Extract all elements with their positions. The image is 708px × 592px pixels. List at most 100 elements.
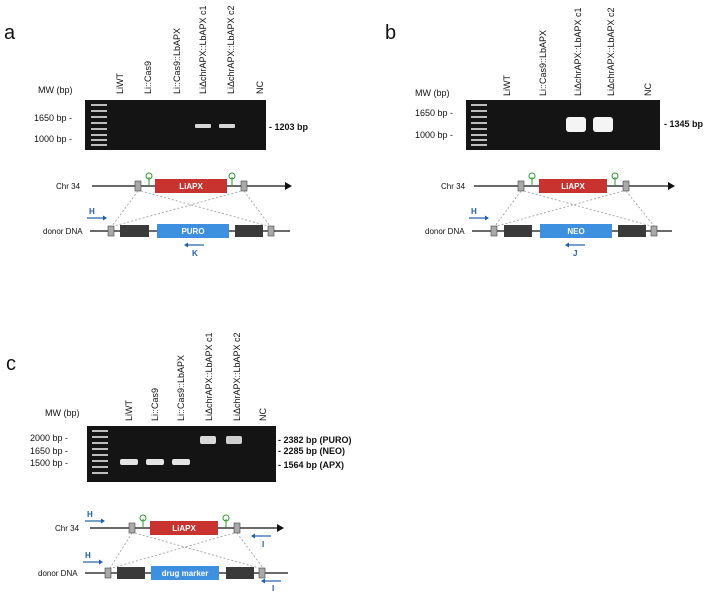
marker-label: NEO <box>567 227 584 236</box>
arrow-head-icon <box>277 524 284 532</box>
marker-label: PURO <box>181 227 204 236</box>
panel-letter: a <box>4 22 16 44</box>
ladder-mark: 1650 bp - <box>34 113 72 123</box>
band-label: - 1345 bp <box>664 119 704 129</box>
ladder-mark: 1000 bp - <box>415 130 453 140</box>
primer-arrow-icon <box>565 242 569 248</box>
recombination-lines <box>111 190 271 227</box>
arrow-head-icon <box>668 182 675 190</box>
lane-label: Li::Cas9 <box>143 61 153 94</box>
ladder-mark: 2000 bp - <box>30 433 68 443</box>
flank-box <box>134 180 142 192</box>
lane-label: LiΔchrAPX::LbAPX c1 <box>198 5 208 94</box>
lane-label: LiWT <box>115 73 125 94</box>
primer-label: J <box>573 249 577 258</box>
primer-label: I <box>262 540 264 549</box>
gel-band <box>219 124 235 128</box>
primer-arrow-icon <box>101 518 105 524</box>
recombination-lines <box>109 532 264 569</box>
donor-label: donor DNA <box>43 227 83 236</box>
gel-band <box>593 117 613 132</box>
chr-label: Chr 34 <box>55 524 80 533</box>
primer-arrow-icon <box>184 242 188 248</box>
band-label: - 1564 bp (APX) <box>278 460 344 470</box>
flank-box <box>128 522 136 534</box>
primer-arrow-icon <box>261 578 265 584</box>
panel-b: b LiWT Li::Cas9::LbAPX LiΔchrAPX::LbAPX … <box>385 7 704 258</box>
gel-band <box>120 459 138 465</box>
lane-label: LiΔchrAPX::LbAPX c1 <box>573 7 583 96</box>
lane-label: Li::Cas9::LbAPX <box>172 28 182 94</box>
primer-arrow-icon <box>103 215 107 221</box>
homology-arm <box>504 225 532 237</box>
gel-band <box>226 436 242 444</box>
lane-label: Li::Cas9 <box>150 388 160 421</box>
ladder-mark: 1650 bp - <box>415 108 453 118</box>
flank-box <box>650 225 658 237</box>
flank-box <box>622 180 630 192</box>
flank-box <box>233 522 241 534</box>
primer-label: H <box>85 551 91 560</box>
primer-arrow-icon <box>485 215 489 221</box>
gel-band <box>146 459 164 465</box>
lane-label: Li::Cas9::LbAPX <box>538 30 548 96</box>
flank-box <box>267 225 275 237</box>
marker-box <box>540 224 612 238</box>
primer-label: H <box>471 207 477 216</box>
marker-box <box>157 224 229 238</box>
flank-box <box>240 180 248 192</box>
primer-label: I <box>272 584 274 592</box>
homology-arm <box>117 567 145 579</box>
gel-image <box>85 100 266 150</box>
band-label: - 2285 bp (NEO) <box>278 446 345 456</box>
panel-c: c LiWT Li::Cas9 Li::Cas9::LbAPX LiΔchrAP… <box>6 332 352 592</box>
ladder-mark: 1650 bp - <box>30 446 68 456</box>
panel-a: a LiWT Li::Cas9 Li::Cas9::LbAPX LiΔchrAP… <box>4 5 309 258</box>
band-label: - 2382 bp (PURO) <box>278 435 352 445</box>
sgrna-icon <box>139 514 230 528</box>
marker-label: drug marker <box>162 569 209 578</box>
gel-band <box>195 124 211 128</box>
homology-arm <box>235 225 263 237</box>
sgrna-icon <box>145 172 236 186</box>
band-label: - 1203 bp <box>269 122 309 132</box>
chr-label: Chr 34 <box>56 182 81 191</box>
gel-band <box>200 436 216 444</box>
lane-label: LiΔchrAPX::LbAPX c2 <box>606 7 616 96</box>
lane-label: LiΔchrAPX::LbAPX c2 <box>232 332 242 421</box>
gene-box <box>539 179 607 193</box>
lane-label: Li::Cas9::LbAPX <box>176 355 186 421</box>
primer-label: H <box>89 207 95 216</box>
panel-letter: c <box>6 353 16 375</box>
lane-label: LiWT <box>124 400 134 421</box>
mw-label: MW (bp) <box>45 408 80 418</box>
donor-label: donor DNA <box>38 569 78 578</box>
gel-band <box>566 117 586 132</box>
flank-box <box>104 567 112 579</box>
ladder-mark: 1500 bp - <box>30 458 68 468</box>
gel-image <box>466 100 660 150</box>
flank-box <box>517 180 525 192</box>
panel-letter: b <box>385 22 396 44</box>
recombination-lines <box>494 190 655 227</box>
lane-label: NC <box>258 408 268 421</box>
flank-box <box>258 567 266 579</box>
lane-label: LiΔchrAPX::LbAPX c2 <box>226 5 236 94</box>
mw-label: MW (bp) <box>38 85 73 95</box>
sgrna-icon <box>528 172 619 186</box>
gene-box <box>150 521 218 535</box>
donor-label: donor DNA <box>425 227 465 236</box>
gene-box <box>155 179 227 193</box>
homology-arm <box>226 567 254 579</box>
ladder-mark: 1000 bp - <box>34 134 72 144</box>
primer-arrow-icon <box>99 559 103 565</box>
lane-label: NC <box>643 83 653 96</box>
ladder-lane <box>91 104 107 146</box>
marker-box <box>151 566 219 580</box>
lane-label: NC <box>255 81 265 94</box>
gene-label: LiAPX <box>179 182 203 191</box>
flank-box <box>107 225 115 237</box>
homology-arm <box>120 225 149 237</box>
chr-label: Chr 34 <box>441 182 466 191</box>
